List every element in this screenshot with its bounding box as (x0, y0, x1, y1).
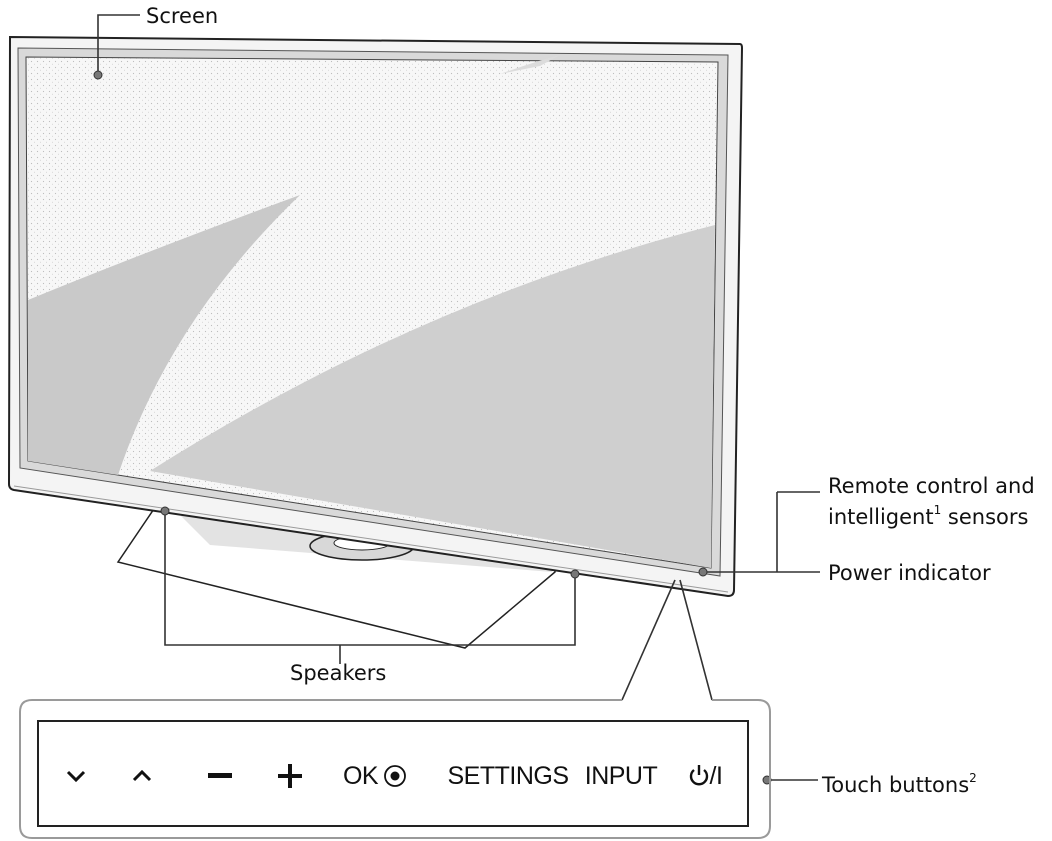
screen-leader (97, 14, 140, 75)
sensors-leader (703, 491, 820, 573)
power-icon (689, 765, 708, 786)
volume-down-button[interactable] (202, 756, 238, 796)
power-indicator-label: Power indicator (828, 561, 991, 585)
channel-down-button[interactable] (58, 756, 94, 796)
chevron-down-icon (66, 770, 86, 783)
zoom-line-right (679, 579, 713, 701)
screen-label: Screen (146, 4, 219, 28)
chevron-up-icon (132, 769, 152, 782)
speakers-leader (164, 511, 576, 664)
power-slash-label: /I (709, 761, 723, 790)
settings-label: SETTINGS (447, 761, 570, 790)
sensors-label-line2: intelligent1 sensors (828, 503, 1029, 529)
sensors-label-line1: Remote control and (828, 474, 1035, 498)
volume-up-button[interactable] (272, 756, 308, 796)
ok-dot-icon (384, 765, 406, 787)
touch-panel-zoom-frame (19, 699, 771, 839)
channel-up-button[interactable] (124, 756, 160, 796)
speakers-label: Speakers (290, 661, 387, 685)
touch-buttons-footnote: 2 (969, 771, 977, 785)
minus-icon (208, 773, 232, 778)
input-button[interactable]: INPUT (580, 756, 662, 796)
ok-label: OK (342, 761, 379, 790)
touch-buttons-label: Touch buttons2 (822, 771, 977, 797)
zoom-line-left (621, 579, 676, 701)
power-button[interactable]: /I (676, 756, 734, 796)
sensors-footnote: 1 (933, 503, 942, 517)
settings-button[interactable]: SETTINGS (447, 756, 570, 796)
ok-button[interactable]: OK (320, 756, 430, 796)
input-label: INPUT (584, 761, 658, 790)
plus-icon (278, 764, 302, 788)
